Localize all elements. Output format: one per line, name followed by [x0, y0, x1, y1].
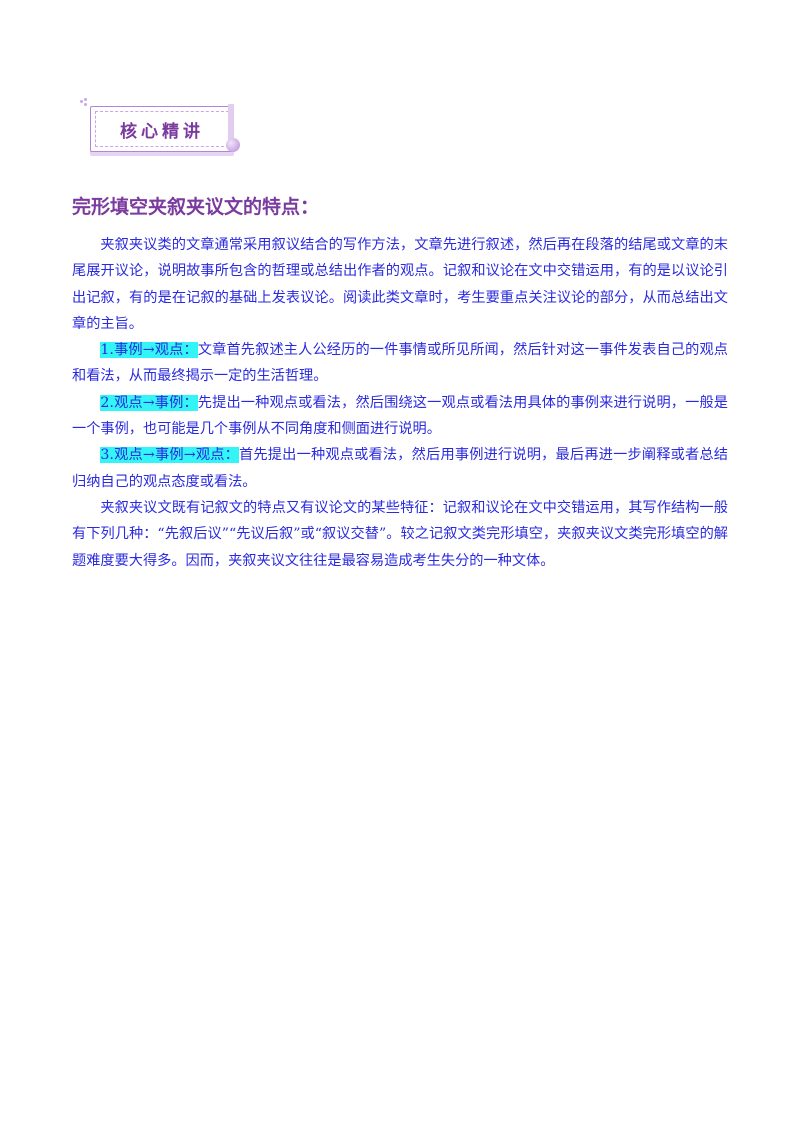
decorative-bar [228, 104, 234, 146]
badge-inner-frame: 核心精讲 [95, 111, 229, 147]
intro-paragraph: 夹叙夹议类的文章通常采用叙议结合的写作方法，文章先进行叙述，然后再在段落的结尾或… [72, 237, 728, 332]
conclusion-paragraph: 夹叙夹议文既有记叙文的特点又有议论文的某些特征：记叙和议论在文中交错运用，其写作… [72, 499, 728, 569]
section-title: 完形填空夹叙夹议文的特点： [72, 196, 320, 218]
decorative-dots [80, 98, 88, 106]
pattern-item-2: 2.观点→事例：先提出一种观点或看法，然后围绕这一观点或看法用具体的事例来进行说… [72, 390, 728, 443]
pattern-label-2: 2.观点→事例： [100, 394, 198, 411]
decorative-ball [226, 138, 240, 152]
pattern-item-3: 3.观点→事例→观点：首先提出一种观点或看法，然后用事例进行说明，最后再进一步阐… [72, 442, 728, 495]
badge-label: 核心精讲 [120, 121, 204, 142]
pattern-label-1: 1.事例→观点： [100, 342, 198, 359]
badge-frame: 核心精讲 [90, 106, 234, 152]
pattern-text-1: 文章首先叙述主人公经历的一件事情或所见所闻，然后针对这一事件发表自己的观点和看法… [72, 342, 728, 385]
section-badge: 核心精讲 [80, 98, 248, 160]
pattern-item-1: 1.事例→观点：文章首先叙述主人公经历的一件事情或所见所闻，然后针对这一事件发表… [72, 337, 728, 390]
pattern-text-3: 首先提出一种观点或看法，然后用事例进行说明，最后再进一步阐释或者总结归纳自己的观… [72, 447, 728, 490]
pattern-text-2: 先提出一种观点或看法，然后围绕这一观点或看法用具体的事例来进行说明，一般是一个事… [72, 394, 728, 438]
document-body: 夹叙夹议类的文章通常采用叙议结合的写作方法，文章先进行叙述，然后再在段落的结尾或… [72, 232, 728, 574]
pattern-label-3: 3.观点→事例→观点： [100, 447, 240, 464]
